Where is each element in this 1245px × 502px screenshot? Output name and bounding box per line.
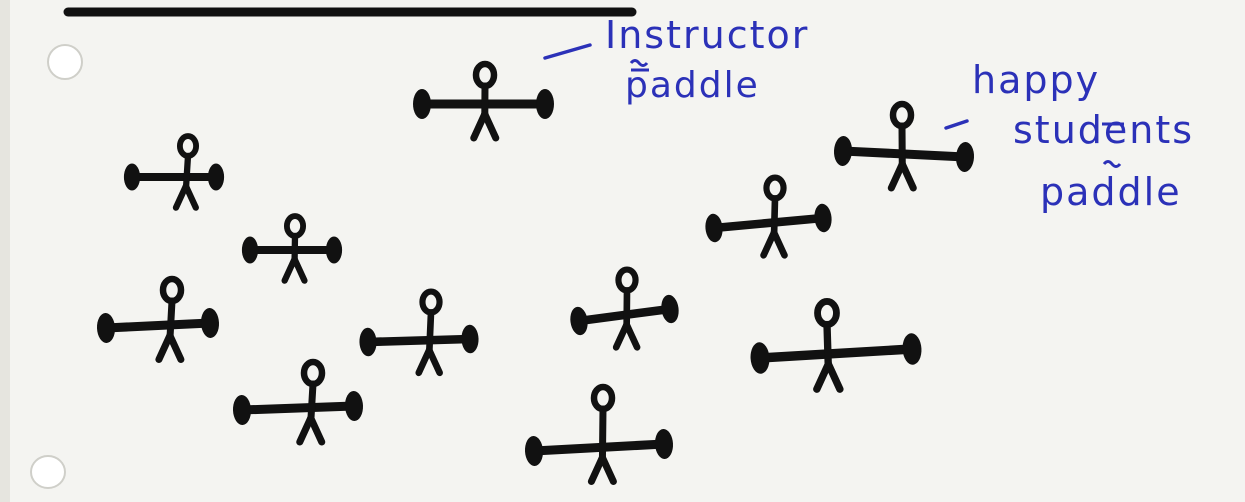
binder-hole-bottom <box>30 455 66 489</box>
students-label-line3: paddle <box>1040 170 1182 214</box>
paddle-blade-left <box>232 395 252 425</box>
paddle-blade-right <box>461 324 479 354</box>
figure-leg-right <box>307 414 326 446</box>
paddle-shaft <box>101 318 215 333</box>
student-figure <box>123 133 225 211</box>
figure-leg-right <box>770 229 788 259</box>
binder-hole-top <box>47 44 83 80</box>
paddle-shaft <box>709 213 828 233</box>
paddle-blade-right <box>325 236 343 264</box>
paddle-blade-left <box>750 342 770 374</box>
paddle-blade-right <box>814 203 832 233</box>
paddle-blade-right <box>902 333 922 365</box>
instructor-pointer-dash <box>543 43 592 60</box>
paddle-blade-right <box>200 308 220 338</box>
figure-leg-right <box>425 346 443 377</box>
figure-leg-right <box>824 360 844 393</box>
paddle-blade-right <box>536 89 554 119</box>
figure-leg-right <box>291 255 308 284</box>
student-figure <box>524 383 674 485</box>
student-figure <box>359 288 479 377</box>
student-figure <box>96 275 220 363</box>
figure-leg-right <box>166 332 185 363</box>
paddle-blade-right <box>207 163 225 191</box>
student-figure <box>570 266 679 351</box>
paddle-blade-left <box>359 327 377 357</box>
figure-leg-right <box>623 321 641 351</box>
figures-group <box>96 60 975 485</box>
figure-leg-right <box>898 160 917 192</box>
paddle-blade-left <box>833 136 853 166</box>
paddle-blade-left <box>413 89 431 119</box>
paddle-blade-right <box>661 294 679 324</box>
paddle-blade-left <box>96 313 116 343</box>
instructor-tilde-mark <box>629 59 649 67</box>
students-label-line1: happy <box>972 58 1100 102</box>
paddle-shaft <box>755 344 917 363</box>
student-figure <box>241 213 343 284</box>
instructor-figure <box>413 60 554 142</box>
student-figure <box>232 358 364 446</box>
paddle-shaft <box>363 334 475 347</box>
paddle-blade-right <box>955 142 975 172</box>
figure-body <box>598 405 607 465</box>
instructor-label-line2: paddle <box>625 65 760 106</box>
paddle-blade-right <box>344 391 364 421</box>
figure-leg-right <box>598 454 617 485</box>
student-figure <box>833 100 975 192</box>
paddle-blade-left <box>241 236 259 264</box>
paddle-shaft <box>237 401 359 415</box>
paddle-blade-left <box>524 436 544 466</box>
paddle-blade-left <box>705 213 723 243</box>
figure-leg-right <box>182 182 199 211</box>
paddle-blade-left <box>123 163 141 191</box>
student-figure <box>750 298 922 393</box>
paper-left-edge <box>0 0 10 502</box>
paddle-shaft <box>529 439 669 456</box>
instructor-label-line1: Instructor <box>605 13 809 57</box>
students-label-line2: students <box>1013 108 1194 152</box>
student-figure <box>705 174 832 259</box>
figure-leg-right <box>481 110 500 142</box>
paddle-blade-right <box>654 429 674 459</box>
students-pointer-dash <box>944 119 969 130</box>
students-tilde-mark <box>1102 160 1122 168</box>
paddle-blade-left <box>570 306 588 336</box>
